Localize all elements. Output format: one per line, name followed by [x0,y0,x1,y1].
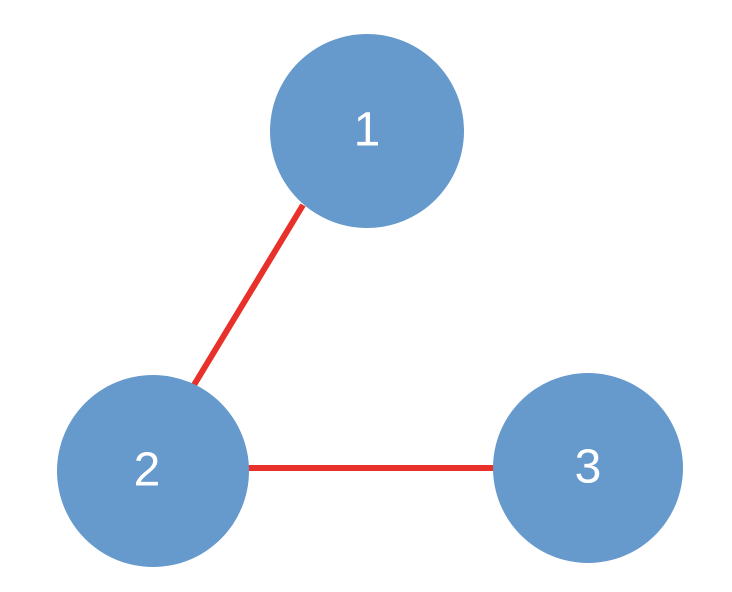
nodes-group: 1 2 3 [57,34,683,567]
node-label-3: 3 [575,441,602,494]
graph-edge-1-2[interactable] [191,203,306,387]
graph-node-1[interactable]: 1 [270,34,464,228]
graph-node-2[interactable]: 2 [57,375,249,567]
graph-node-3[interactable]: 3 [493,373,683,563]
edges-group [191,203,495,471]
node-circle-2[interactable] [57,375,249,567]
node-label-1: 1 [354,104,381,157]
node-label-2: 2 [134,444,161,497]
node-circle-3[interactable] [493,373,683,563]
node-circle-1[interactable] [270,34,464,228]
